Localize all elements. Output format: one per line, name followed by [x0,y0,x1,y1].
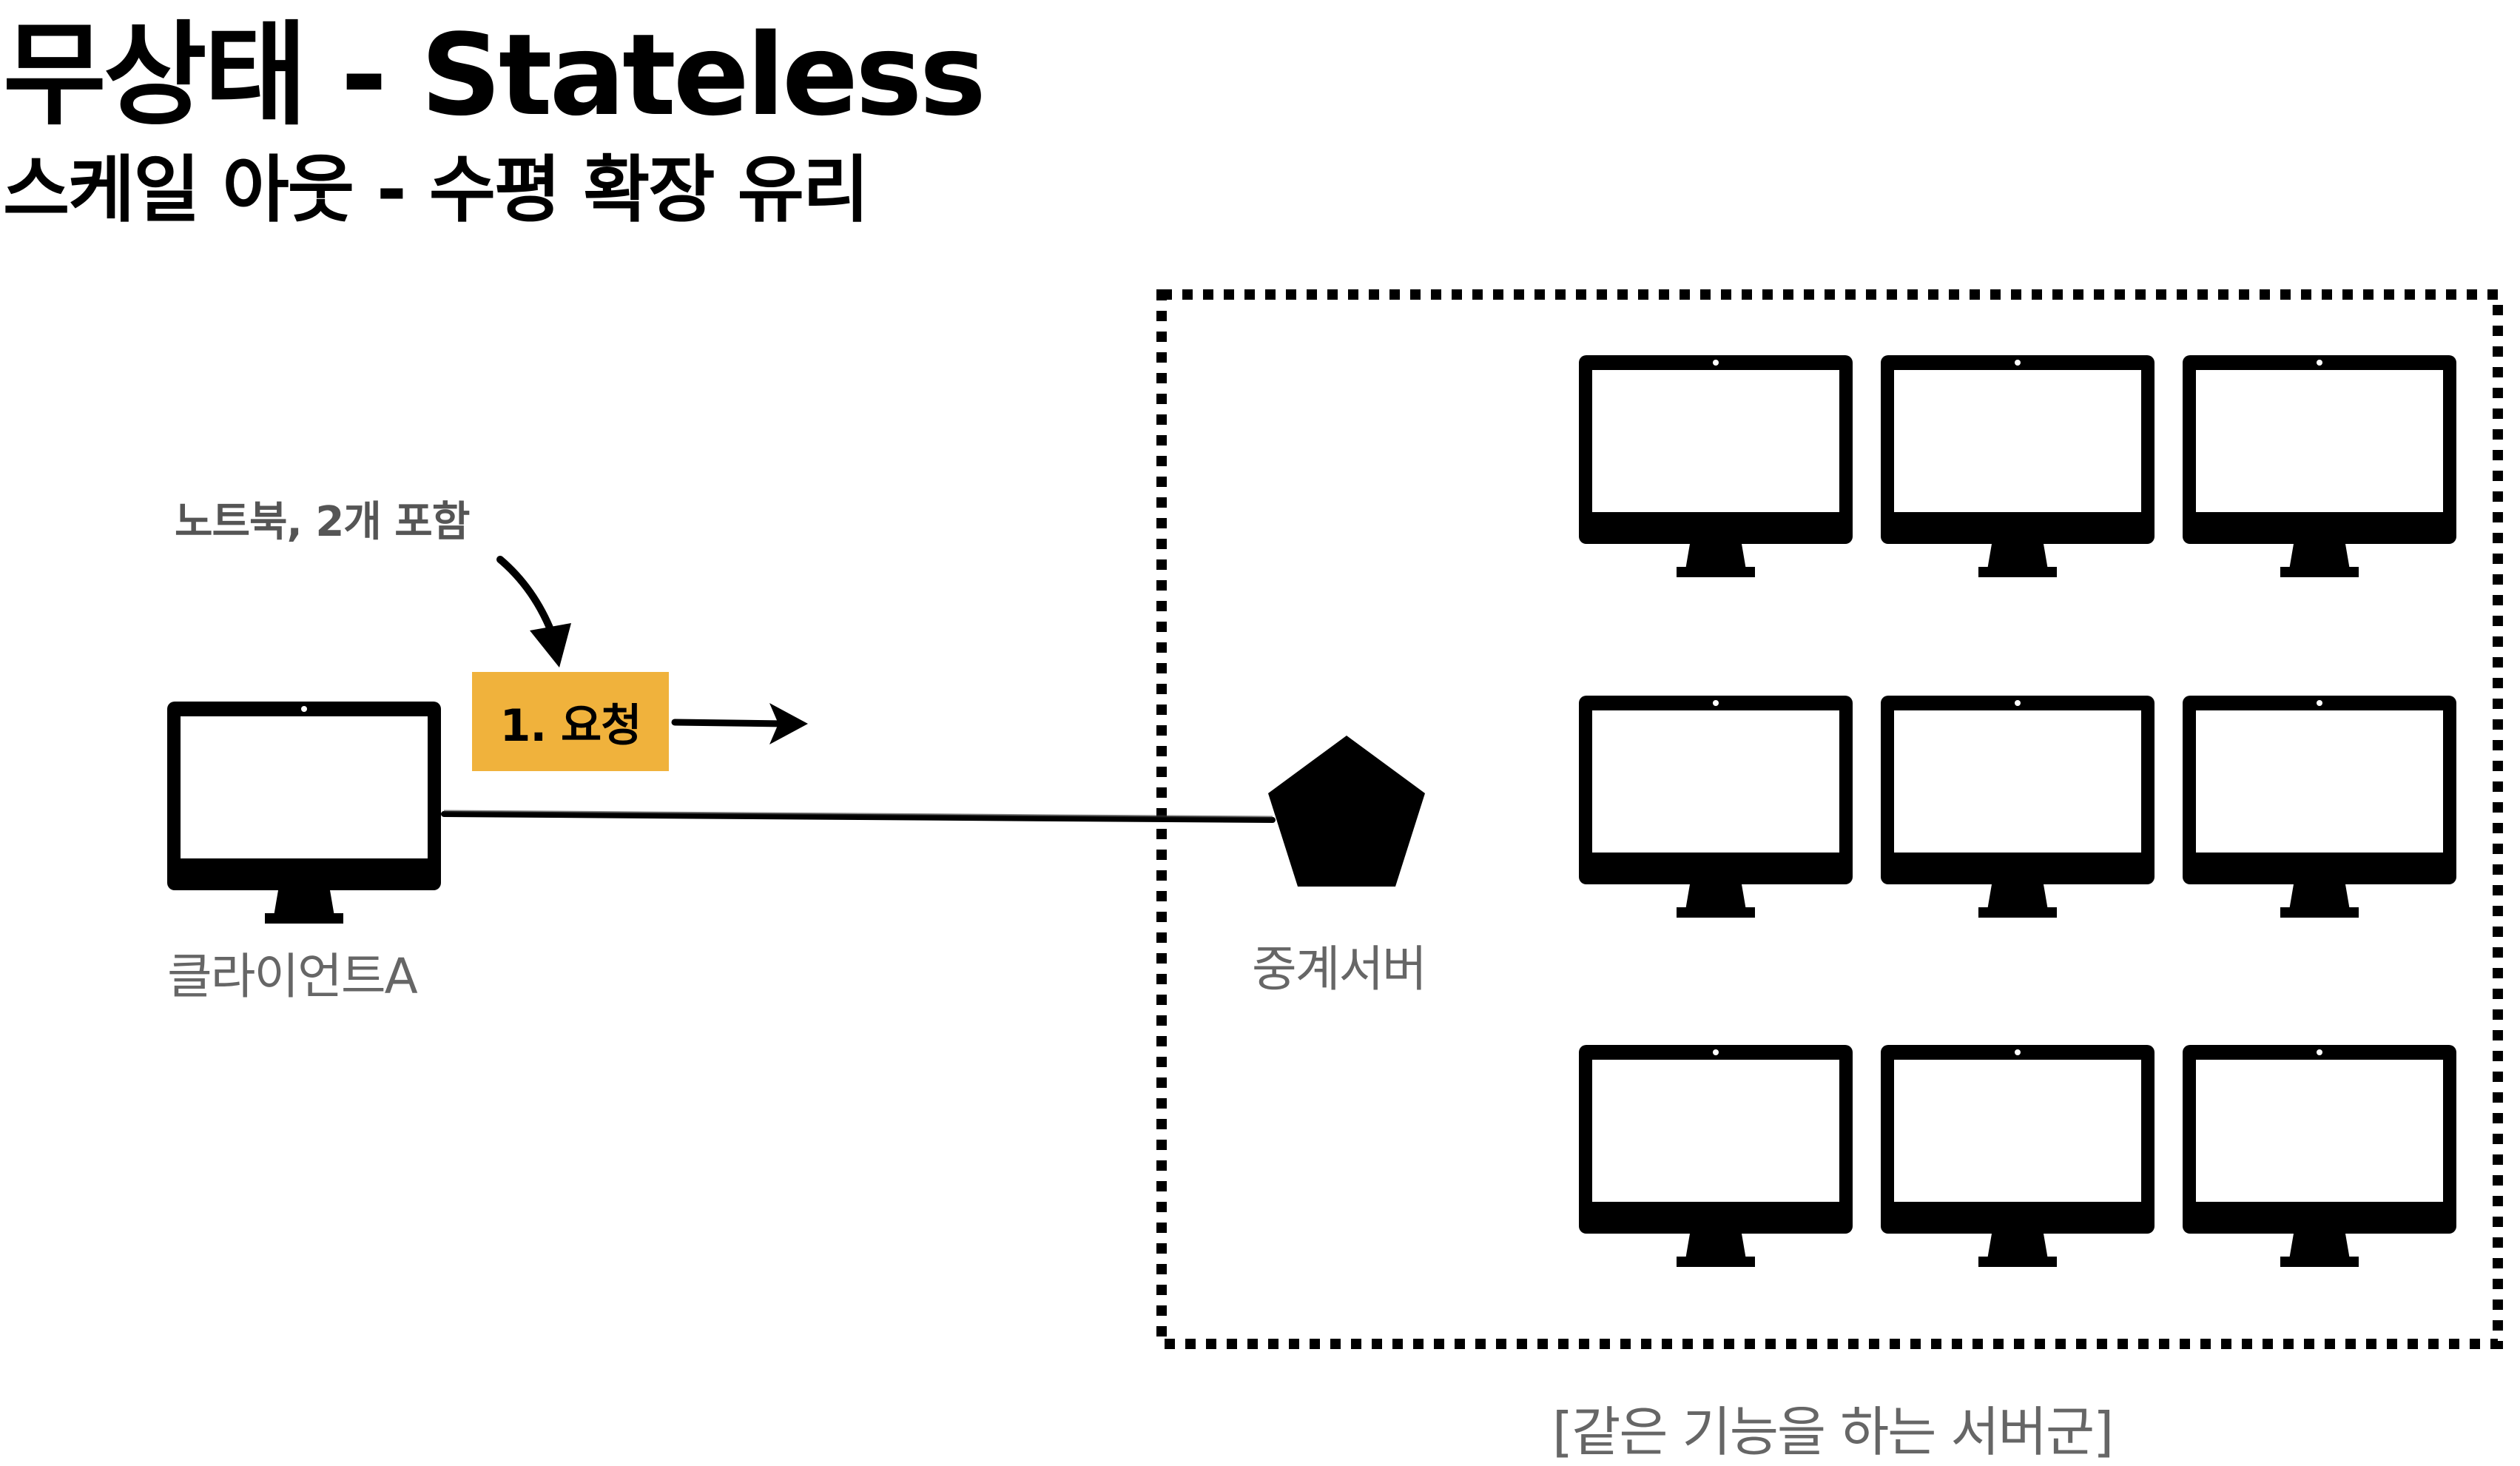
request-box: 1. 요청 [472,672,669,771]
server-monitor-icon [1881,1045,2155,1267]
client-relay-connection [441,811,1276,823]
server-monitor-icon [1579,696,1853,918]
server-monitor-icon [2183,1045,2456,1267]
client-label: 클라이언트A [167,948,418,1005]
server-monitor-icon [1579,355,1853,577]
slide-subtitle: 스케일 아웃 - 수평 확장 유리 [3,148,869,232]
request-direction-arrow [671,703,808,744]
annotation-note-label: 노트북, 2개 포함 [175,498,470,546]
relay-server-label: 중계서버 [1252,941,1427,998]
server-monitor-icon [2183,696,2456,918]
relay-server-pentagon-icon [1268,736,1425,887]
server-monitor-icon [1579,1045,1853,1267]
client-monitor-icon [167,702,441,924]
server-monitor-icon [2183,355,2456,577]
client-relay-connection-texture [443,810,1273,818]
request-label: 1. 요청 [499,699,642,752]
server-cluster-boundary [1156,289,2503,1349]
server-cluster-label: [같은 기능을 하는 서버군] [1552,1401,2114,1463]
server-monitor-icon [1881,355,2155,577]
server-monitor-icon [1881,696,2155,918]
request-box-fill [472,672,669,771]
annotation-pointer-arrow [496,556,571,668]
slide-title: 무상태 - Stateless [3,10,986,141]
